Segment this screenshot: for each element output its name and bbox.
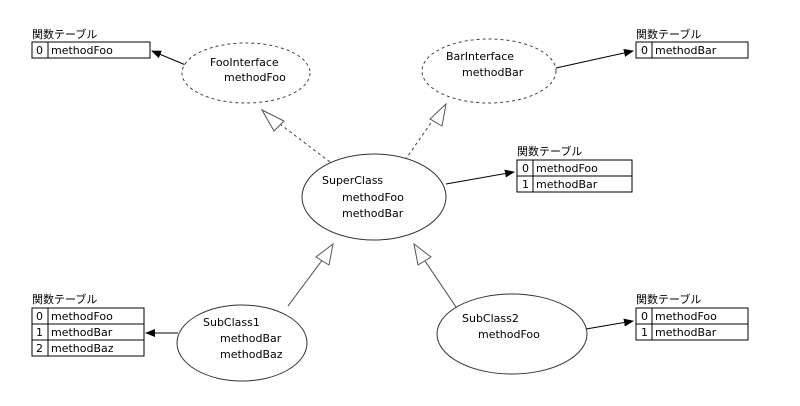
vtable-sub-class1: 関数テーブル 0 methodFoo 1 methodBar 2 methodB… <box>31 292 145 357</box>
vtable-index: 0 <box>522 162 529 175</box>
vtable-index: 1 <box>522 178 529 191</box>
vtable-caption: 関数テーブル <box>636 27 701 41</box>
node-foo-interface: FooInterface methodFoo <box>181 42 311 104</box>
hollow-triangle-icon <box>413 242 432 266</box>
node-method: methodBar <box>462 66 524 79</box>
arrow-barinterface-to-table <box>555 49 634 69</box>
vtable-index: 0 <box>641 310 648 323</box>
vtable-method: methodBar <box>655 326 717 339</box>
vtable-bar-interface: 関数テーブル 0 methodBar <box>635 27 749 59</box>
vtable-sub-class2: 関数テーブル 0 methodFoo 1 methodBar <box>635 292 749 341</box>
vtable-method: methodBar <box>655 44 717 57</box>
vtable-method: methodFoo <box>536 162 598 175</box>
vtable-index: 1 <box>641 326 648 339</box>
inheritance-edges <box>260 102 457 308</box>
vtable-index: 0 <box>641 44 648 57</box>
vtable-index: 0 <box>36 44 43 57</box>
node-method: methodFoo <box>342 191 404 204</box>
vtable-edges <box>145 49 634 337</box>
arrow-foointerface-to-table <box>151 50 189 67</box>
arrow-subclass2-to-table <box>585 318 634 330</box>
node-method: methodFoo <box>478 328 540 341</box>
edge-subclass1-to-superclass <box>287 254 327 307</box>
vtable-method: methodBar <box>51 326 113 339</box>
node-name: FooInterface <box>210 56 279 69</box>
vtable-method: methodBar <box>536 178 598 191</box>
vtable-super-class: 関数テーブル 0 methodFoo 1 methodBar <box>516 144 633 193</box>
node-name: BarInterface <box>446 50 514 63</box>
vtable-caption: 関数テーブル <box>32 292 97 306</box>
node-bar-interface: BarInterface methodBar <box>421 38 557 104</box>
hollow-triangle-icon <box>315 242 334 266</box>
vtable-index: 2 <box>36 342 43 355</box>
vtable-method: methodFoo <box>51 310 113 323</box>
vtable-caption: 関数テーブル <box>636 292 701 306</box>
node-method: methodBaz <box>220 348 283 361</box>
node-super-class: SuperClass methodFoo methodBar <box>301 153 447 241</box>
edge-subclass2-to-superclass <box>420 254 457 308</box>
hollow-triangle-icon <box>260 108 285 132</box>
node-name: SubClass1 <box>203 316 260 329</box>
hollow-triangle-icon <box>429 102 447 127</box>
arrow-superclass-to-table <box>445 169 515 185</box>
node-method: methodBar <box>220 332 282 345</box>
node-method: methodFoo <box>224 71 286 84</box>
vtable-index: 1 <box>36 326 43 339</box>
vtable-method: methodFoo <box>655 310 717 323</box>
vtable-index: 0 <box>36 310 43 323</box>
node-sub-class1: SubClass1 methodBar methodBaz <box>176 304 308 382</box>
vtable-caption: 関数テーブル <box>517 144 582 158</box>
node-method: methodBar <box>342 207 404 220</box>
node-name: SuperClass <box>322 174 383 187</box>
vtable-foo-interface: 関数テーブル 0 methodFoo <box>31 27 151 59</box>
vtable-method: methodFoo <box>51 44 113 57</box>
vtable-method: methodBaz <box>51 342 114 355</box>
node-name: SubClass2 <box>462 312 519 325</box>
edge-superclass-to-foointerface <box>267 114 331 163</box>
vtable-caption: 関数テーブル <box>32 27 97 41</box>
node-sub-class2: SubClass2 methodFoo <box>436 293 588 375</box>
